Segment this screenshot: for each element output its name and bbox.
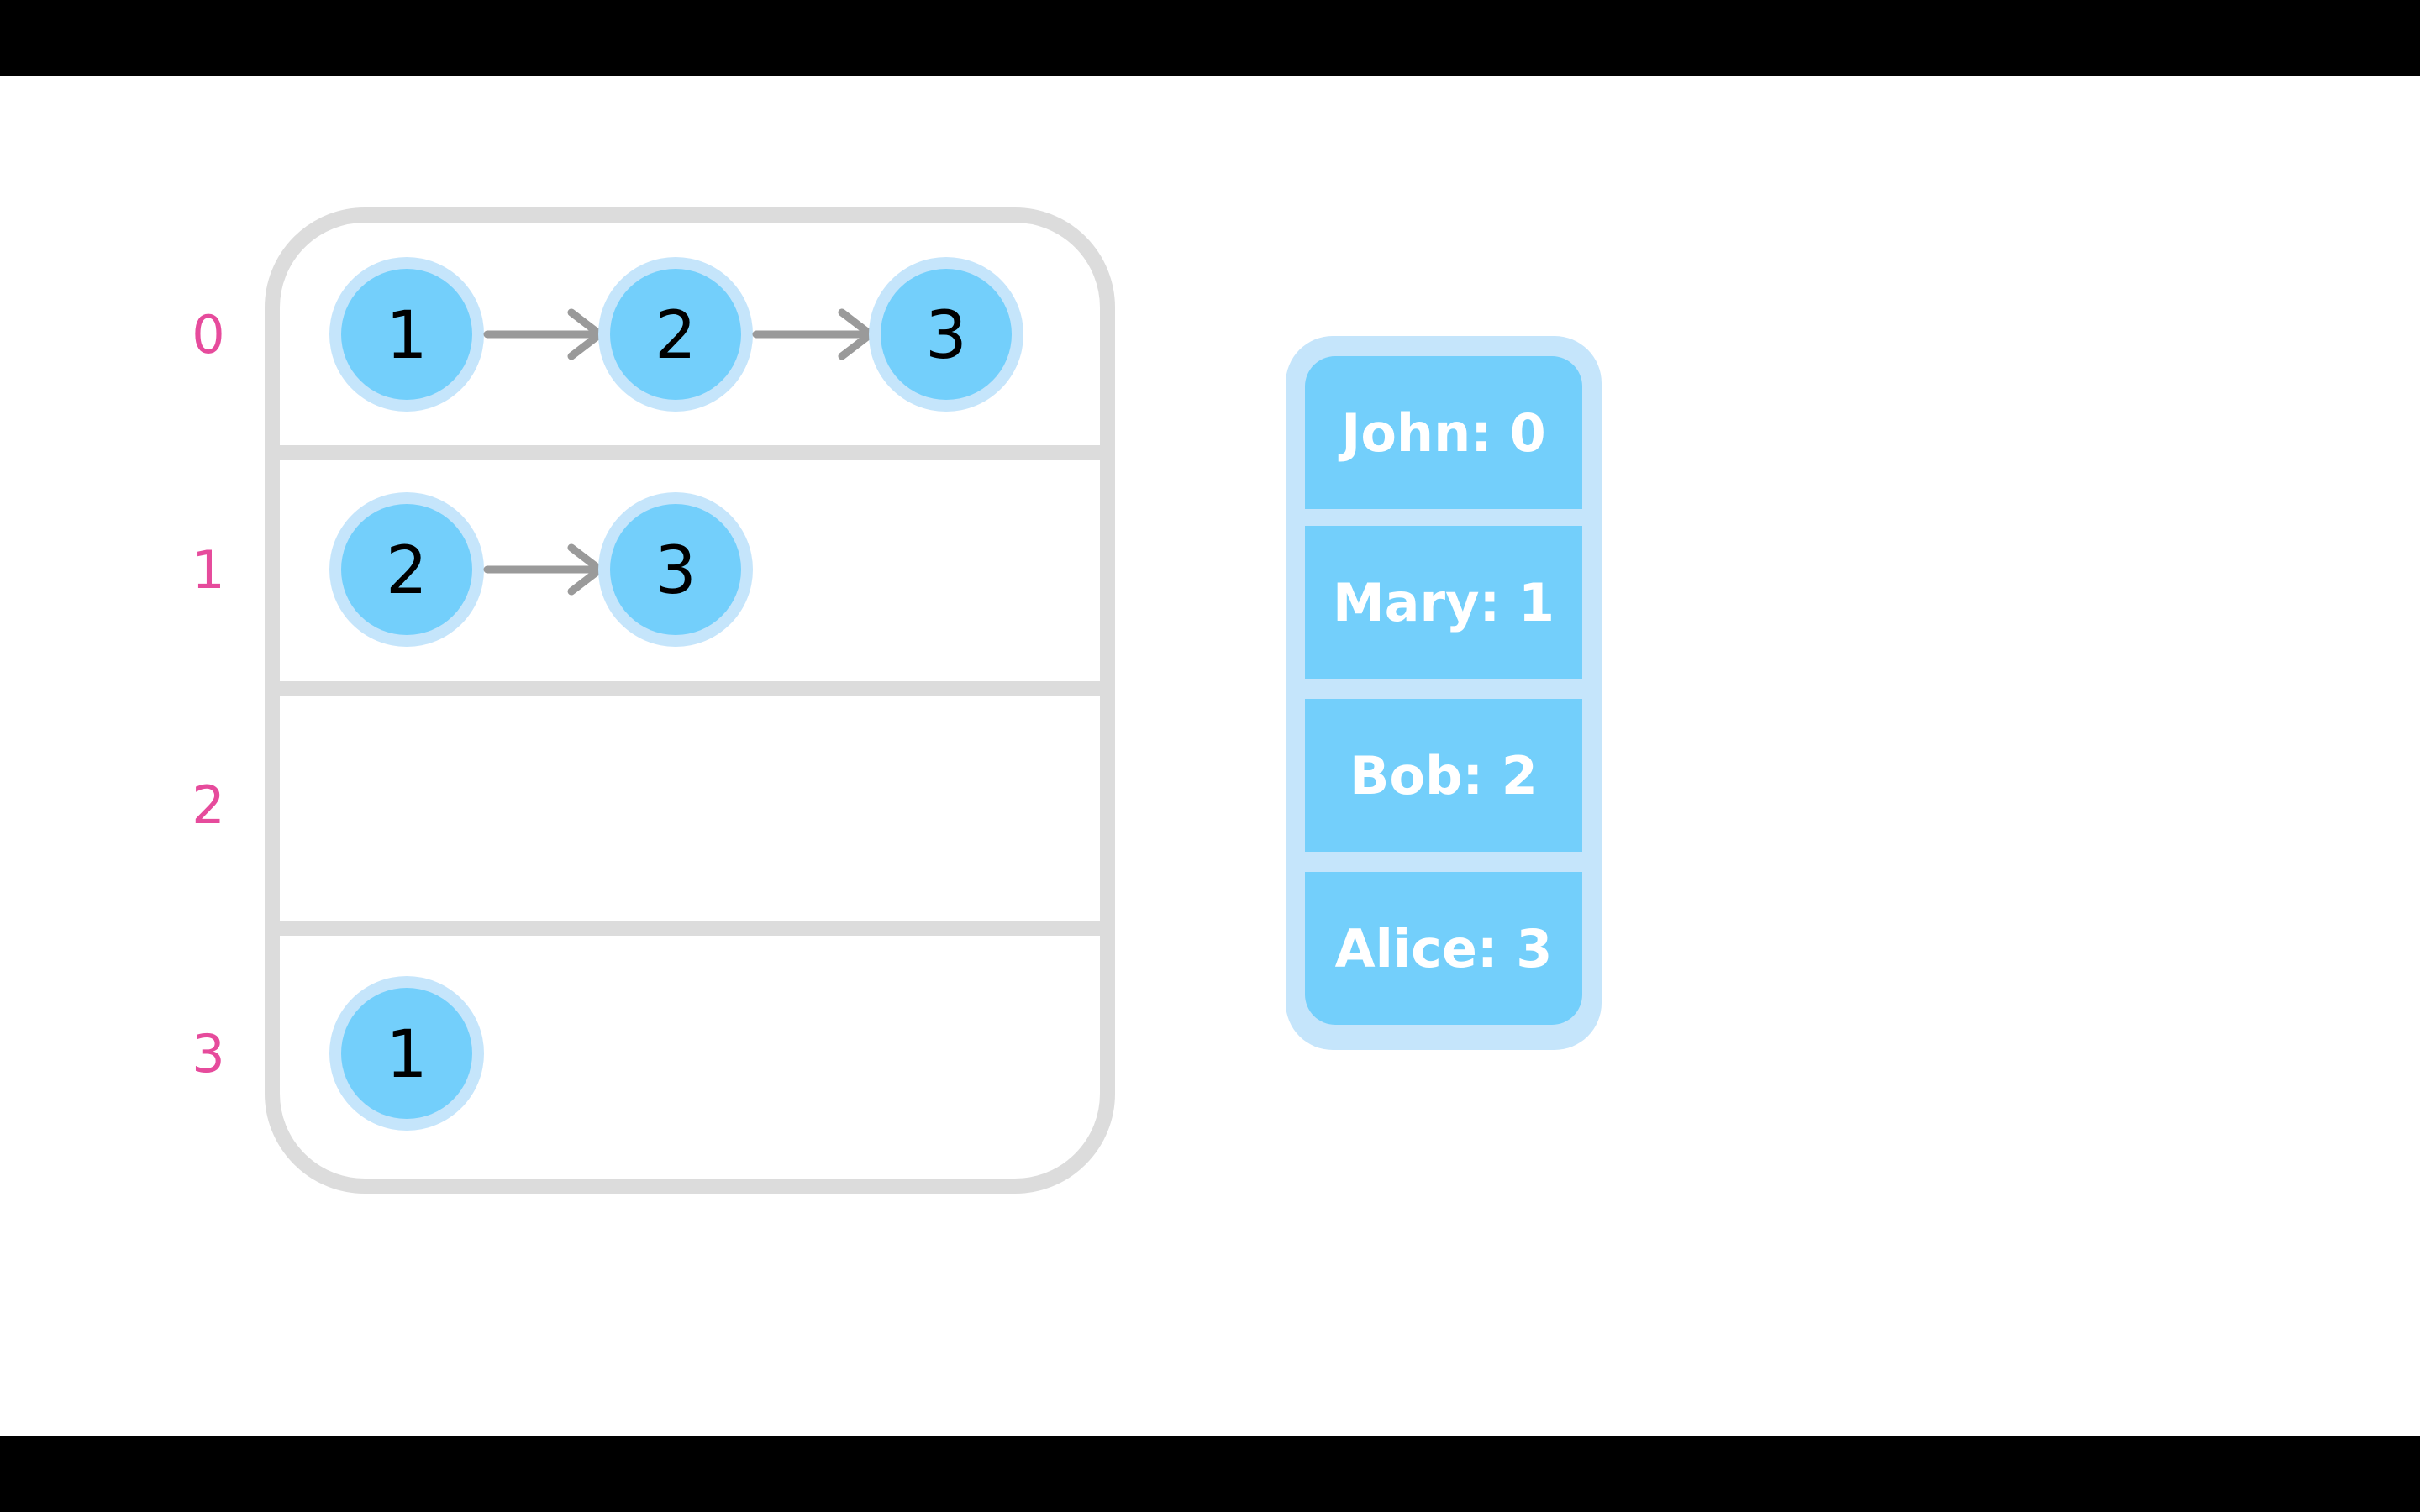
list-node: 2 xyxy=(329,492,484,647)
list-node: 1 xyxy=(329,976,484,1131)
list-node: 3 xyxy=(869,257,1023,412)
map-entry-label: John: 0 xyxy=(1338,402,1545,464)
list-node-value: 1 xyxy=(386,298,428,374)
list-node: 3 xyxy=(598,492,753,647)
list-node-value: 1 xyxy=(386,1017,428,1093)
map-panel xyxy=(1286,336,1602,1050)
map-entry: John: 0 xyxy=(1305,356,1582,509)
map-entry: Alice: 3 xyxy=(1305,872,1582,1025)
bucket-row-2: 2 xyxy=(192,774,224,836)
map-entry-label: Alice: 3 xyxy=(1335,918,1553,979)
list-node: 1 xyxy=(329,257,484,412)
map-entry: Mary: 1 xyxy=(1305,526,1582,679)
list-node-value: 2 xyxy=(386,533,428,609)
list-node-value: 3 xyxy=(925,298,967,374)
bottom-letterbox-bar xyxy=(0,1436,2420,1512)
list-node-value: 3 xyxy=(655,533,697,609)
list-node: 2 xyxy=(598,257,753,412)
bucket-index-label: 0 xyxy=(192,304,224,365)
top-letterbox-bar xyxy=(0,0,2420,76)
map-entries: John: 0 Mary: 1 Bob: 2 Alice: 3 xyxy=(1305,356,1582,1025)
bucket-index-label: 3 xyxy=(192,1023,224,1084)
map-entry-label: Bob: 2 xyxy=(1349,745,1538,806)
list-node-value: 2 xyxy=(655,298,697,374)
bucket-index-label: 2 xyxy=(192,774,224,836)
bucket-row-1: 1 2 3 xyxy=(192,492,753,647)
map-entry-label: Mary: 1 xyxy=(1333,572,1555,633)
bucket-row-0: 0 1 2 3 xyxy=(192,257,1023,412)
map-entry: Bob: 2 xyxy=(1305,699,1582,852)
bucket-index-label: 1 xyxy=(192,539,224,601)
